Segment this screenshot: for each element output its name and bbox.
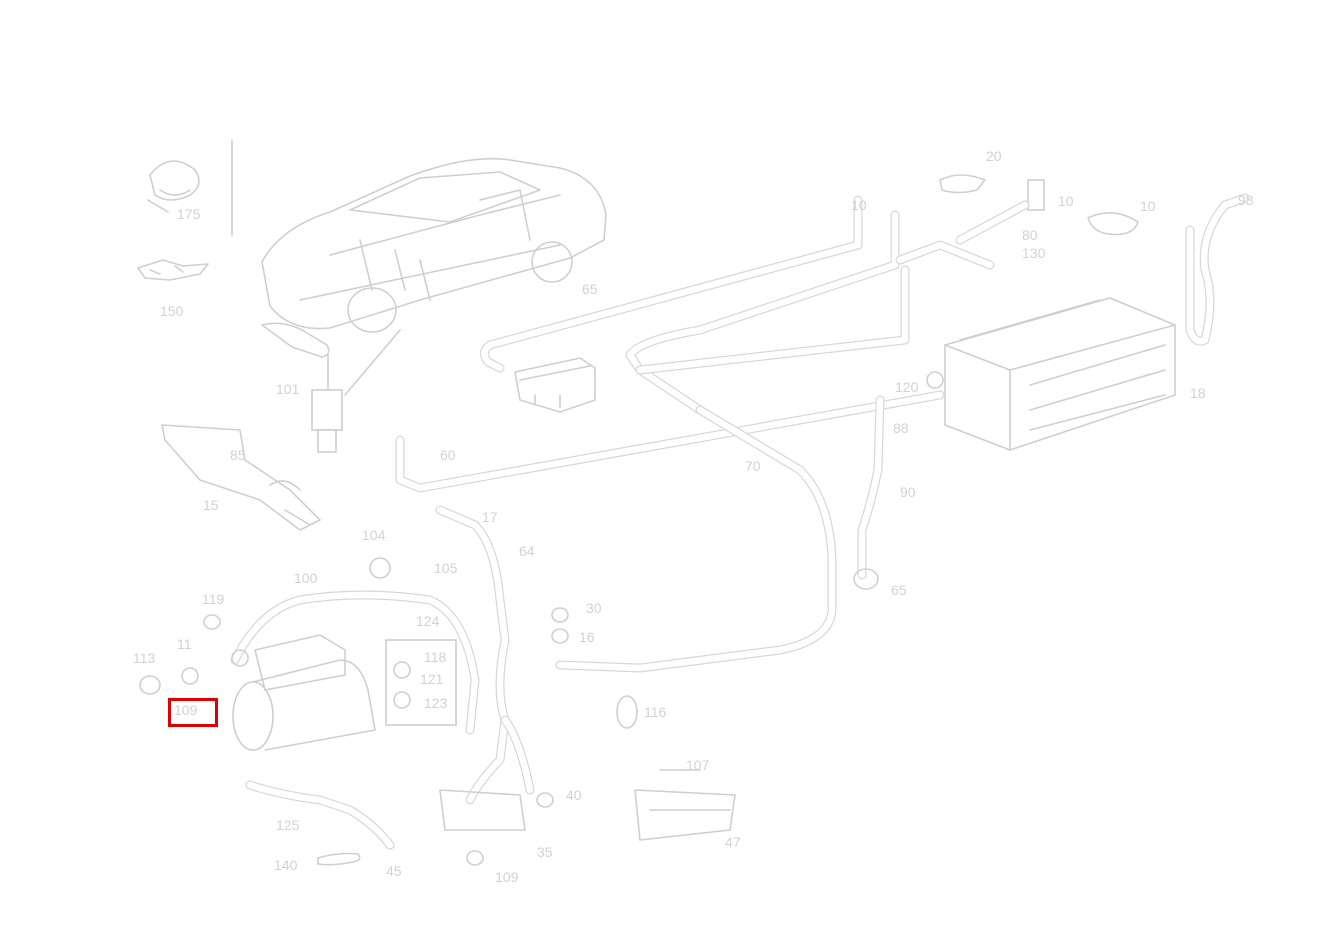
callout-label: 101	[276, 381, 300, 397]
callout-label: 65	[582, 281, 598, 297]
callout-label: 10	[1058, 193, 1074, 209]
callout-label: 121	[420, 671, 444, 687]
callout-label: 45	[386, 863, 402, 879]
callout-label: 123	[424, 695, 448, 711]
callout-label: 113	[133, 650, 156, 666]
callout-label: 175	[177, 206, 201, 222]
callout-label: 65	[891, 582, 907, 598]
callout-label: 47	[725, 834, 741, 850]
callout-label: 40	[566, 787, 582, 803]
clip-part-icon	[147, 160, 200, 213]
callout-label: 125	[276, 817, 300, 833]
fitting-part	[939, 174, 1139, 236]
callout-label: 107	[686, 757, 710, 773]
callout-label: 98	[1238, 192, 1254, 208]
callout-label: 80	[1022, 227, 1038, 243]
car-outline	[261, 157, 607, 333]
callout-label: 64	[519, 543, 535, 559]
callout-label: 70	[745, 458, 761, 474]
callout-label: 15	[203, 497, 219, 513]
bracket-part-icon	[137, 259, 209, 281]
control-module	[514, 357, 596, 413]
callout-label: 30	[586, 600, 602, 616]
callout-label: 35	[537, 844, 553, 860]
callout-label: 120	[895, 379, 919, 395]
callout-label: 109	[495, 869, 519, 885]
callout-label: 105	[434, 560, 458, 576]
bracket-sensor	[161, 424, 321, 531]
callout-label: 130	[1022, 245, 1046, 261]
callout-label: 140	[274, 857, 298, 873]
callout-label: 20	[986, 148, 1002, 164]
callout-label: 85	[230, 447, 246, 463]
callout-label: 16	[579, 629, 595, 645]
callout-label: 10	[851, 197, 867, 213]
callout-labels: 175 20 10 80 10 130 98 18 120 88 90 10 6…	[133, 148, 1254, 885]
sensor-part	[261, 322, 401, 453]
highlighted-callout-label: 109	[174, 702, 198, 718]
pump-assembly	[139, 371, 944, 866]
callout-label: 90	[900, 484, 916, 500]
callout-label: 17	[482, 509, 498, 525]
pipe-network	[230, 193, 1250, 850]
highlighted-callout-box[interactable]	[168, 698, 218, 727]
callout-label: 100	[294, 570, 318, 586]
battery-part	[944, 297, 1176, 451]
callout-label: 10	[1140, 198, 1156, 214]
callout-label: 18	[1190, 385, 1206, 401]
callout-label: 60	[440, 447, 456, 463]
callout-label: 104	[362, 527, 386, 543]
callout-label: 11	[177, 636, 192, 652]
callout-label: 116	[644, 704, 667, 720]
callout-label: 124	[416, 613, 440, 629]
callout-label: 119	[202, 591, 225, 607]
callout-label: 118	[424, 649, 447, 665]
callout-label: 150	[160, 303, 184, 319]
callout-label: 88	[893, 420, 909, 436]
